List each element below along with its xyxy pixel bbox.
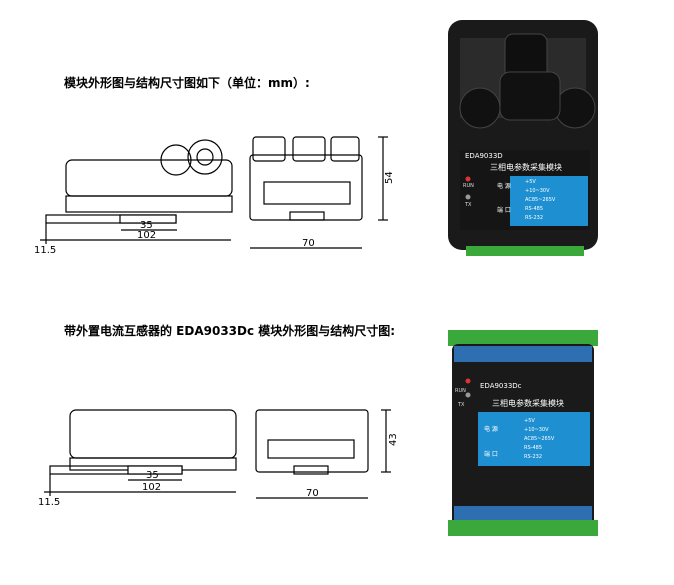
dim-43: 43 (388, 433, 399, 446)
photo2-port: 端 口 (484, 450, 498, 458)
photo2-tx: TX (457, 402, 465, 408)
dim-11_5-2: 11.5 (38, 497, 60, 508)
photo2-spec-0: +5V (524, 418, 535, 424)
dim-70-1: 70 (302, 238, 315, 249)
dim-102-1: 102 (137, 230, 156, 241)
section2-heading: 带外置电流互感器的 EDA9033Dc 模块外形图与结构尺寸图: (64, 324, 396, 338)
dim-11_5-1: 11.5 (34, 245, 56, 256)
photo2-title: 三相电参数采集模块 (492, 398, 564, 408)
photo2-model: EDA9033Dc (480, 382, 522, 390)
section1-heading: 模块外形图与结构尺寸图如下（单位：mm）: (64, 76, 310, 90)
dim-54: 54 (384, 171, 395, 184)
photo1-spec-2: AC85~265V (525, 197, 556, 203)
photo2-power: 电 源 (484, 425, 498, 433)
photo2-spec-4: RS-232 (524, 454, 542, 460)
photo1-spec-3: RS-485 (525, 206, 543, 212)
photo1-spec-4: RS-232 (525, 215, 543, 221)
photo1-port: 端 口 (497, 206, 511, 214)
photo2-spec-1: +10~30V (524, 427, 549, 433)
photo2-spec-2: AC85~265V (524, 436, 555, 442)
photo2-spec-3: RS-485 (524, 445, 542, 451)
photo1-model: EDA9033D (465, 152, 503, 160)
photo2-run: RUN (455, 388, 466, 394)
photo1-spec-0: +5V (525, 179, 536, 185)
photo1-power: 电 源 (497, 182, 511, 190)
dim-70-2: 70 (306, 488, 319, 499)
photo1-spec-1: +10~30V (525, 188, 550, 194)
photo1-title: 三相电参数采集模块 (490, 162, 562, 172)
photo1-run: RUN (463, 183, 474, 189)
photo1-tx: TX (464, 202, 472, 208)
dim-35-2: 35 (146, 470, 159, 481)
dim-102-2: 102 (142, 482, 161, 493)
dim-35-1: 35 (140, 220, 153, 231)
